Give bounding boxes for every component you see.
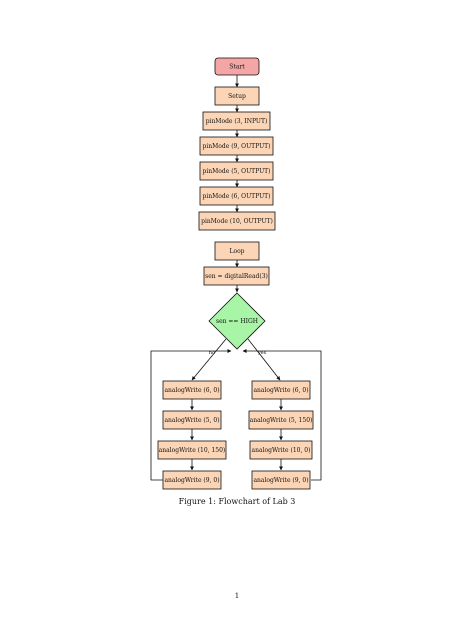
no-analogwrite-5-label: analogWrite (5, 0)	[164, 417, 219, 424]
start-node: Start	[214, 57, 260, 76]
pinmode-6-label: pinMode (6, OUTPUT)	[203, 193, 271, 200]
arrow-decision-no	[191, 338, 227, 381]
yes-analogwrite-5-node: analogWrite (5, 150)	[248, 410, 314, 430]
yes-analogwrite-9-node: analogWrite (9, 0)	[251, 470, 311, 490]
no-analogwrite-5-node: analogWrite (5, 0)	[162, 410, 222, 430]
no-analogwrite-10-label: analogWrite (10, 150)	[159, 447, 226, 454]
connectors	[150, 75, 322, 481]
start-label: Start	[229, 64, 245, 71]
no-analogwrite-6-node: analogWrite (6, 0)	[162, 380, 222, 400]
arrow-decision-yes	[247, 338, 281, 381]
branch-yes-label: yes	[257, 350, 267, 356]
page-number: 1	[234, 592, 240, 600]
loop-node: Loop	[214, 241, 260, 261]
branch-no-label: no	[209, 350, 215, 356]
pinmode-5-node: pinMode (5, OUTPUT)	[199, 161, 274, 181]
loop-label: Loop	[229, 248, 244, 255]
pinmode-5-label: pinMode (5, OUTPUT)	[203, 168, 271, 175]
loop-back-left	[150, 349, 232, 481]
yes-analogwrite-6-node: analogWrite (6, 0)	[251, 380, 311, 400]
setup-label: Setup	[228, 93, 246, 100]
digitalread-node: sen = digitalRead(3)	[203, 266, 270, 286]
loop-back-right	[242, 349, 322, 481]
pinmode-6-node: pinMode (6, OUTPUT)	[199, 186, 274, 206]
setup-node: Setup	[214, 86, 260, 106]
no-analogwrite-10-node: analogWrite (10, 150)	[157, 440, 227, 460]
pinmode-3-node: pinMode (3, INPUT)	[202, 111, 271, 131]
pinmode-10-node: pinMode (10, OUTPUT)	[198, 211, 276, 231]
pinmode-9-label: pinMode (9, OUTPUT)	[203, 143, 271, 150]
decision-node: sen == HIGH	[208, 292, 266, 350]
pinmode-10-label: pinMode (10, OUTPUT)	[201, 218, 273, 225]
no-analogwrite-9-label: analogWrite (9, 0)	[164, 477, 219, 484]
yes-analogwrite-6-label: analogWrite (6, 0)	[253, 387, 308, 394]
digitalread-label: sen = digitalRead(3)	[205, 273, 268, 280]
yes-analogwrite-5-label: analogWrite (5, 150)	[250, 417, 313, 424]
decision-label: sen == HIGH	[216, 318, 258, 325]
yes-analogwrite-9-label: analogWrite (9, 0)	[253, 477, 308, 484]
pinmode-9-node: pinMode (9, OUTPUT)	[199, 136, 274, 156]
figure-caption: Figure 1: Flowchart of Lab 3	[178, 497, 296, 506]
yes-analogwrite-10-label: analogWrite (10, 0)	[252, 447, 311, 454]
no-analogwrite-6-label: analogWrite (6, 0)	[164, 387, 219, 394]
no-analogwrite-9-node: analogWrite (9, 0)	[162, 470, 222, 490]
pinmode-3-label: pinMode (3, INPUT)	[206, 118, 268, 125]
yes-analogwrite-10-node: analogWrite (10, 0)	[249, 440, 313, 460]
